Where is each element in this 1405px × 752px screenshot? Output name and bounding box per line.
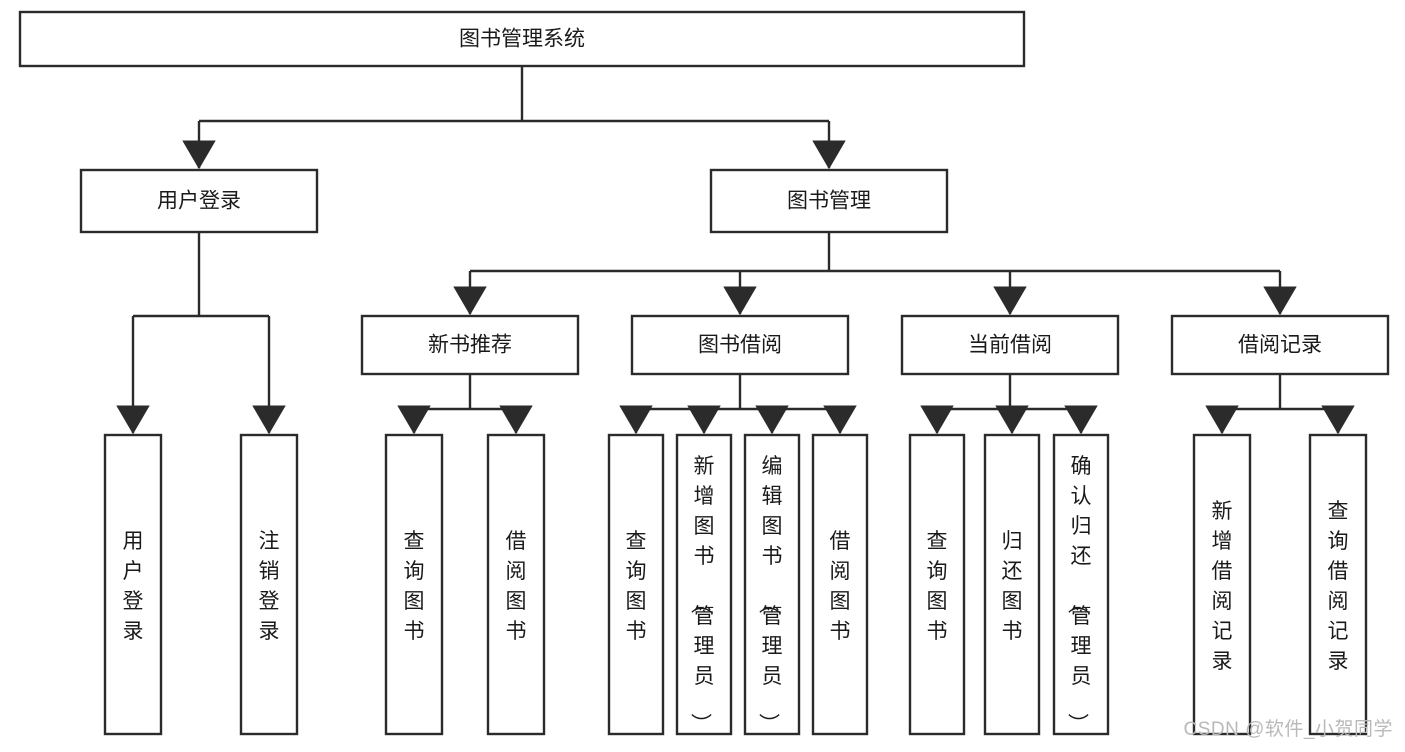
leaf-node-9-rect <box>983 433 1041 736</box>
leaf-node-6[interactable]: 编辑图书（管理员） <box>743 433 801 736</box>
leaf-node-5-rect <box>675 433 733 736</box>
module-node-1-rect <box>709 168 949 234</box>
module-node-1[interactable]: 图书管理 <box>709 168 949 234</box>
leaf-node-11-label: 新增借阅记录 <box>1212 500 1233 673</box>
watermark-text: CSDN @软件_小贺同学 <box>1183 719 1393 740</box>
leaf-node-8-label: 查询图书 <box>927 530 948 643</box>
leaf-node-2[interactable]: 查询图书 <box>384 433 444 736</box>
leaf-node-11-rect <box>1192 433 1252 736</box>
leaf-node-0-rect <box>103 433 163 736</box>
leaf-node-12-rect <box>1308 433 1368 736</box>
section-node-2[interactable]: 当前借阅 <box>900 314 1120 376</box>
section-node-2-label: 当前借阅 <box>968 334 1052 357</box>
section-node-1-label: 图书借阅 <box>698 334 782 357</box>
section-node-1[interactable]: 图书借阅 <box>630 314 850 376</box>
leaf-node-4-label: 查询图书 <box>626 530 647 643</box>
leaf-node-1[interactable]: 注销登录 <box>239 433 299 736</box>
leaf-node-6-rect <box>743 433 801 736</box>
leaf-node-9[interactable]: 归还图书 <box>983 433 1041 736</box>
module-node-1-label: 图书管理 <box>787 190 871 213</box>
module-node-0[interactable]: 用户登录 <box>79 168 319 234</box>
leaf-node-8[interactable]: 查询图书 <box>908 433 966 736</box>
root-node[interactable]: 图书管理系统 <box>18 10 1026 68</box>
leaf-node-1-label: 注销登录 <box>259 530 280 643</box>
leaf-node-7-label: 借阅图书 <box>830 530 851 643</box>
root-node-rect <box>18 10 1026 68</box>
leaf-node-7[interactable]: 借阅图书 <box>811 433 869 736</box>
leaf-node-8-rect <box>908 433 966 736</box>
leaf-node-10[interactable]: 确认归还（管理员） <box>1052 433 1110 736</box>
leaf-node-10-rect <box>1052 433 1110 736</box>
leaf-node-1-rect <box>239 433 299 736</box>
section-node-3-label: 借阅记录 <box>1238 334 1322 357</box>
leaf-node-3-label: 借阅图书 <box>506 530 527 643</box>
section-node-3[interactable]: 借阅记录 <box>1170 314 1390 376</box>
module-node-0-rect <box>79 168 319 234</box>
leaf-node-2-rect <box>384 433 444 736</box>
leaf-node-0[interactable]: 用户登录 <box>103 433 163 736</box>
node-boxes: 图书管理系统用户登录图书管理新书推荐图书借阅当前借阅借阅记录用户登录注销登录查询… <box>18 10 1390 736</box>
leaf-node-12[interactable]: 查询借阅记录 <box>1308 433 1368 736</box>
section-node-0[interactable]: 新书推荐 <box>360 314 580 376</box>
leaf-node-2-label: 查询图书 <box>404 530 425 643</box>
section-node-0-rect <box>360 314 580 376</box>
root-node-label: 图书管理系统 <box>459 28 585 51</box>
leaf-node-3-rect <box>486 433 546 736</box>
leaf-node-12-label: 查询借阅记录 <box>1328 500 1349 673</box>
leaf-node-4[interactable]: 查询图书 <box>607 433 665 736</box>
section-node-2-rect <box>900 314 1120 376</box>
connector-edges <box>116 66 1355 435</box>
section-node-3-rect <box>1170 314 1390 376</box>
leaf-node-6-label: 编辑图书（管理员） <box>757 455 783 734</box>
leaf-node-0-label: 用户登录 <box>123 530 144 643</box>
section-node-1-rect <box>630 314 850 376</box>
module-node-0-label: 用户登录 <box>157 190 241 213</box>
leaf-node-7-rect <box>811 433 869 736</box>
leaf-node-4-rect <box>607 433 665 736</box>
leaf-node-5-label: 新增图书（管理员） <box>689 455 715 734</box>
leaf-node-5[interactable]: 新增图书（管理员） <box>675 433 733 736</box>
leaf-node-11[interactable]: 新增借阅记录 <box>1192 433 1252 736</box>
leaf-node-3[interactable]: 借阅图书 <box>486 433 546 736</box>
section-node-0-label: 新书推荐 <box>428 334 512 357</box>
leaf-node-9-label: 归还图书 <box>1002 530 1023 643</box>
leaf-node-10-label: 确认归还（管理员） <box>1066 455 1092 734</box>
